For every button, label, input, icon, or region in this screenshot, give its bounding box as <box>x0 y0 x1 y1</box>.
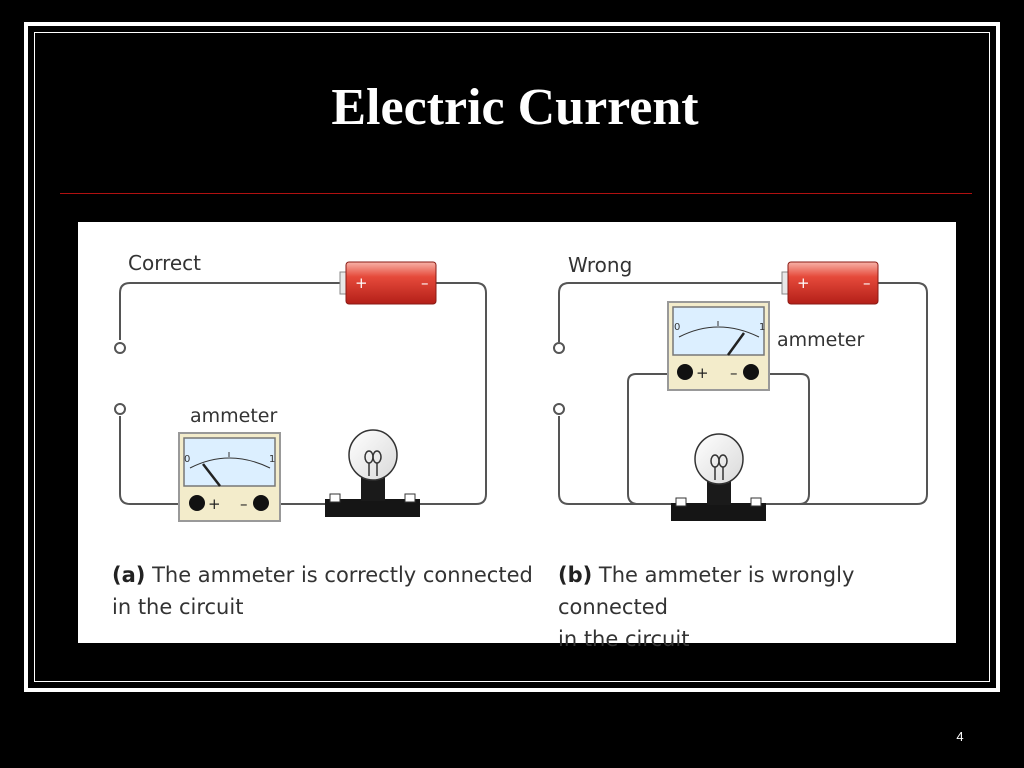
bulb-icon <box>325 429 420 517</box>
circuit-diagram: Correct + – ammeter <box>114 251 928 522</box>
terminal-minus-label: – <box>240 495 248 513</box>
caption-b-prefix: (b) <box>558 563 593 587</box>
battery-icon: + – <box>339 261 437 305</box>
terminal-minus-label: – <box>730 364 738 382</box>
battery-icon: + – <box>781 261 879 305</box>
caption-a-prefix: (a) <box>112 563 146 587</box>
slide-title: Electric Current <box>331 79 699 136</box>
panel-a-label: Correct <box>128 251 201 275</box>
slide-outer-border <box>24 22 1000 692</box>
panel-b-wires <box>558 282 928 505</box>
panel-a-correct: Correct + – ammeter <box>114 251 487 522</box>
ammeter-label: ammeter <box>190 405 277 427</box>
page-number: 4 <box>956 729 964 744</box>
battery-minus-label: – <box>863 274 871 292</box>
caption-a-line2: in the circuit <box>112 595 244 619</box>
ammeter-icon: 0 1 + – <box>667 301 770 391</box>
scale-min-label: 0 <box>184 454 190 465</box>
title-divider <box>60 193 972 194</box>
terminal-plus-label: + <box>208 495 221 513</box>
ammeter-icon: 0 1 + – <box>178 432 281 522</box>
scale-max-label: 1 <box>759 322 765 333</box>
panel-b-wrong: Wrong + – <box>553 253 928 521</box>
terminal-plus-label: + <box>696 364 709 382</box>
battery-plus-label: + <box>797 274 810 292</box>
circuit-figure: Correct + – ammeter <box>78 222 956 651</box>
battery-minus-label: – <box>421 274 429 292</box>
slide-inner-border <box>34 32 990 682</box>
panel-a-wires <box>119 282 487 505</box>
scale-max-label: 1 <box>269 454 275 465</box>
ammeter-label: ammeter <box>777 329 864 351</box>
bulb-icon <box>671 433 766 521</box>
panel-b-label: Wrong <box>568 253 632 277</box>
caption-b-line1: The ammeter is wrongly connected <box>558 563 855 619</box>
caption-b: (b) The ammeter is wrongly connected in … <box>558 559 956 655</box>
scale-min-label: 0 <box>674 322 680 333</box>
switch-icon <box>553 342 565 415</box>
caption-a-line1: The ammeter is correctly connected <box>152 563 533 587</box>
switch-icon <box>114 342 126 415</box>
caption-a: (a) The ammeter is correctly connected i… <box>112 559 533 623</box>
caption-b-line2: in the circuit <box>558 627 690 651</box>
battery-plus-label: + <box>355 274 368 292</box>
